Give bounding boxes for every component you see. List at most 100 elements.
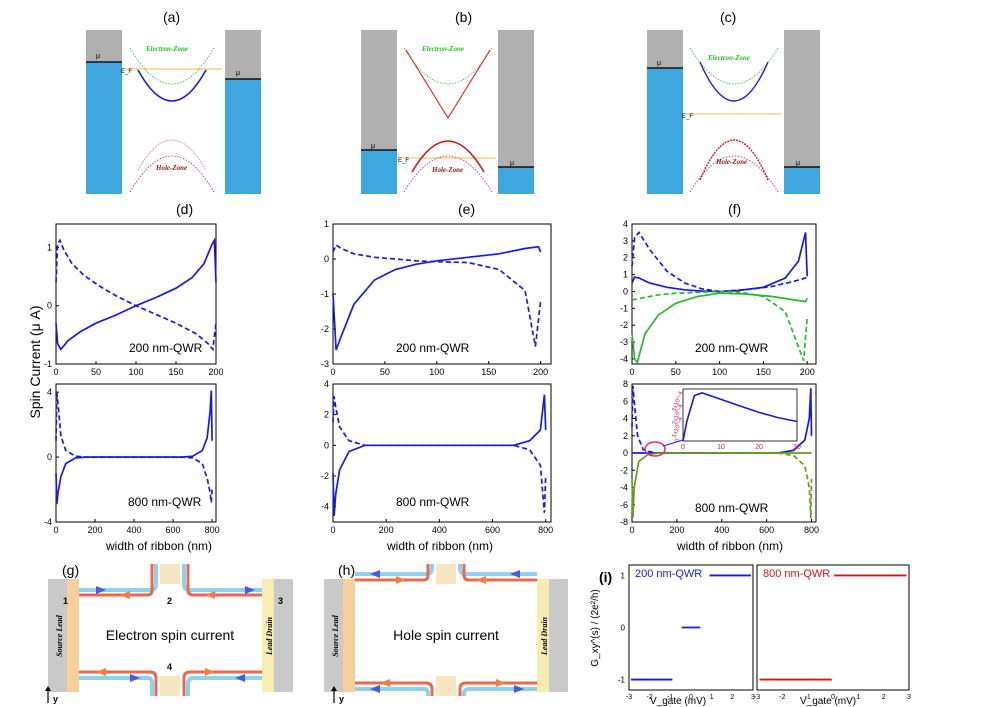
x-tick-label: 200: [379, 525, 394, 535]
source-lead-label: Source Lead: [331, 614, 340, 657]
lead-drain-label: Lead Drain: [265, 616, 274, 656]
y-tick-label: -4: [620, 354, 628, 364]
y-tick-label: 6: [623, 396, 628, 406]
x-axis-label-d: width of ribbon (nm): [105, 539, 212, 553]
x-tick-label: 0: [629, 367, 634, 377]
x-axis-label-e: width of ribbon (nm): [386, 539, 493, 553]
fermi-level-label: E_F: [682, 114, 693, 120]
x-tick-label: 150: [168, 367, 183, 377]
inset-y-tick-label: 0: [675, 437, 682, 443]
qwr-label-f: 200 nm-QWR: [695, 341, 769, 355]
y-tick-label: 0: [47, 301, 52, 311]
inset-series-line: [682, 392, 798, 442]
x-tick-label: 200: [669, 525, 684, 535]
lead-drain-label: Lead Drain: [540, 616, 549, 656]
terminal-1: 1: [63, 596, 68, 606]
y-tick-label: 4: [623, 219, 628, 229]
panel-label-g: (g): [62, 562, 79, 578]
panel-i-y-tick-label: 1: [621, 571, 626, 580]
panel-label-a: (a): [163, 9, 180, 25]
mu-label: μ: [96, 53, 100, 60]
series-line-solid-green: [631, 292, 808, 365]
panel-i-x-tick-label: -1: [805, 694, 811, 701]
zoom-connector: [662, 439, 684, 447]
panel-i-y-tick-label: 0: [621, 624, 626, 633]
band-diagram-b: Electron-Zone Hole-Zone E_F μ μ: [361, 30, 534, 194]
x-tick-label: 600: [166, 525, 181, 535]
panel-i-x-tick-label: -2: [779, 694, 785, 701]
series-line-dashed-blue: [55, 392, 213, 503]
diagram-h-title: Hole spin current: [393, 627, 499, 643]
x-tick-label: 200: [800, 367, 815, 377]
y-tick-label: -3: [620, 337, 628, 347]
source-lead-label: Source Lead: [55, 614, 64, 657]
y-tick-label: -2: [321, 471, 329, 481]
panel-i-x-tick-label: 2: [730, 694, 734, 701]
zoom-marker: [644, 441, 666, 457]
inset-x-tick-label: 0: [681, 444, 685, 451]
y-tick-label: -2: [620, 465, 628, 475]
diagram-g-title: Electron spin current: [106, 627, 235, 643]
y-tick-label: 2: [623, 431, 628, 441]
qwr-label-d: 200 nm-QWR: [129, 341, 203, 355]
y-tick-label: -8: [620, 517, 628, 527]
series-line-dashed-olive: [721, 452, 813, 519]
panel-i-y-tick-label: -1: [618, 676, 626, 685]
x-tick-label: 600: [759, 525, 774, 535]
panel-i-xlabel-left: V_gate (mV): [650, 696, 706, 707]
qwr-label-d-800: 800 nm-QWR: [128, 495, 202, 509]
panel-label-i: (i): [599, 569, 612, 585]
x-tick-label: 150: [756, 367, 771, 377]
y-tick-label: 1: [324, 219, 329, 229]
y-tick-label: -6: [620, 500, 628, 510]
series-line-solid-blue: [55, 237, 217, 351]
y-tick-label: 4: [47, 387, 52, 397]
inset-x-tick-label: 20: [755, 444, 763, 451]
series-line-dashed-blue: [55, 238, 217, 352]
x-tick-label: 0: [330, 367, 335, 377]
series-line-dashed-blue: [631, 385, 722, 454]
series-line-dashed-blue: [332, 396, 547, 513]
panel-label-h: (h): [338, 562, 355, 578]
hole-zone-label: Hole-Zone: [431, 166, 463, 174]
x-tick-label: 100: [429, 367, 444, 377]
panel-label-b: (b): [455, 9, 472, 25]
series-line-solid-blue: [332, 245, 542, 351]
x-tick-label: 600: [485, 525, 500, 535]
x-tick-label: 200: [533, 367, 548, 377]
mu-label: μ: [236, 70, 240, 77]
y-tick-label: -4: [321, 502, 329, 512]
y-tick-label: 3: [623, 236, 628, 246]
series-line-dashed-blue: [631, 230, 808, 293]
x-tick-label: 800: [804, 525, 819, 535]
x-tick-label: 50: [671, 367, 681, 377]
panel-label-e: (e): [458, 201, 475, 217]
y-tick-label: 4: [324, 379, 329, 389]
series-line-solid-blue: [55, 390, 213, 505]
x-tick-label: 100: [712, 367, 727, 377]
panel-i-x-tick-label: 0: [831, 694, 835, 701]
x-tick-label: 800: [538, 525, 553, 535]
plot-frame: [332, 383, 552, 523]
x-tick-label: 200: [88, 525, 103, 535]
y-direction-label: y: [53, 694, 58, 704]
qwr-label-f-800: 800 nm-QWR: [695, 501, 769, 515]
electron-zone-label: Electron-Zone: [707, 54, 750, 62]
x-tick-label: 0: [53, 367, 58, 377]
plot-frame: [55, 383, 217, 523]
x-tick-label: 400: [714, 525, 729, 535]
y-tick-label: 1: [623, 270, 628, 280]
y-tick-label: 2: [324, 410, 329, 420]
mu-label: μ: [796, 160, 800, 167]
series-line-dashed-blue: [332, 243, 542, 347]
series-line-solid-blue: [631, 232, 809, 293]
y-tick-label: 0: [324, 440, 329, 450]
x-tick-label: 100: [128, 367, 143, 377]
x-tick-label: 50: [380, 367, 390, 377]
x-tick-label: 0: [53, 525, 58, 535]
panel-i-ylabel: G_xy^(s) / (2e²/h): [590, 589, 601, 666]
